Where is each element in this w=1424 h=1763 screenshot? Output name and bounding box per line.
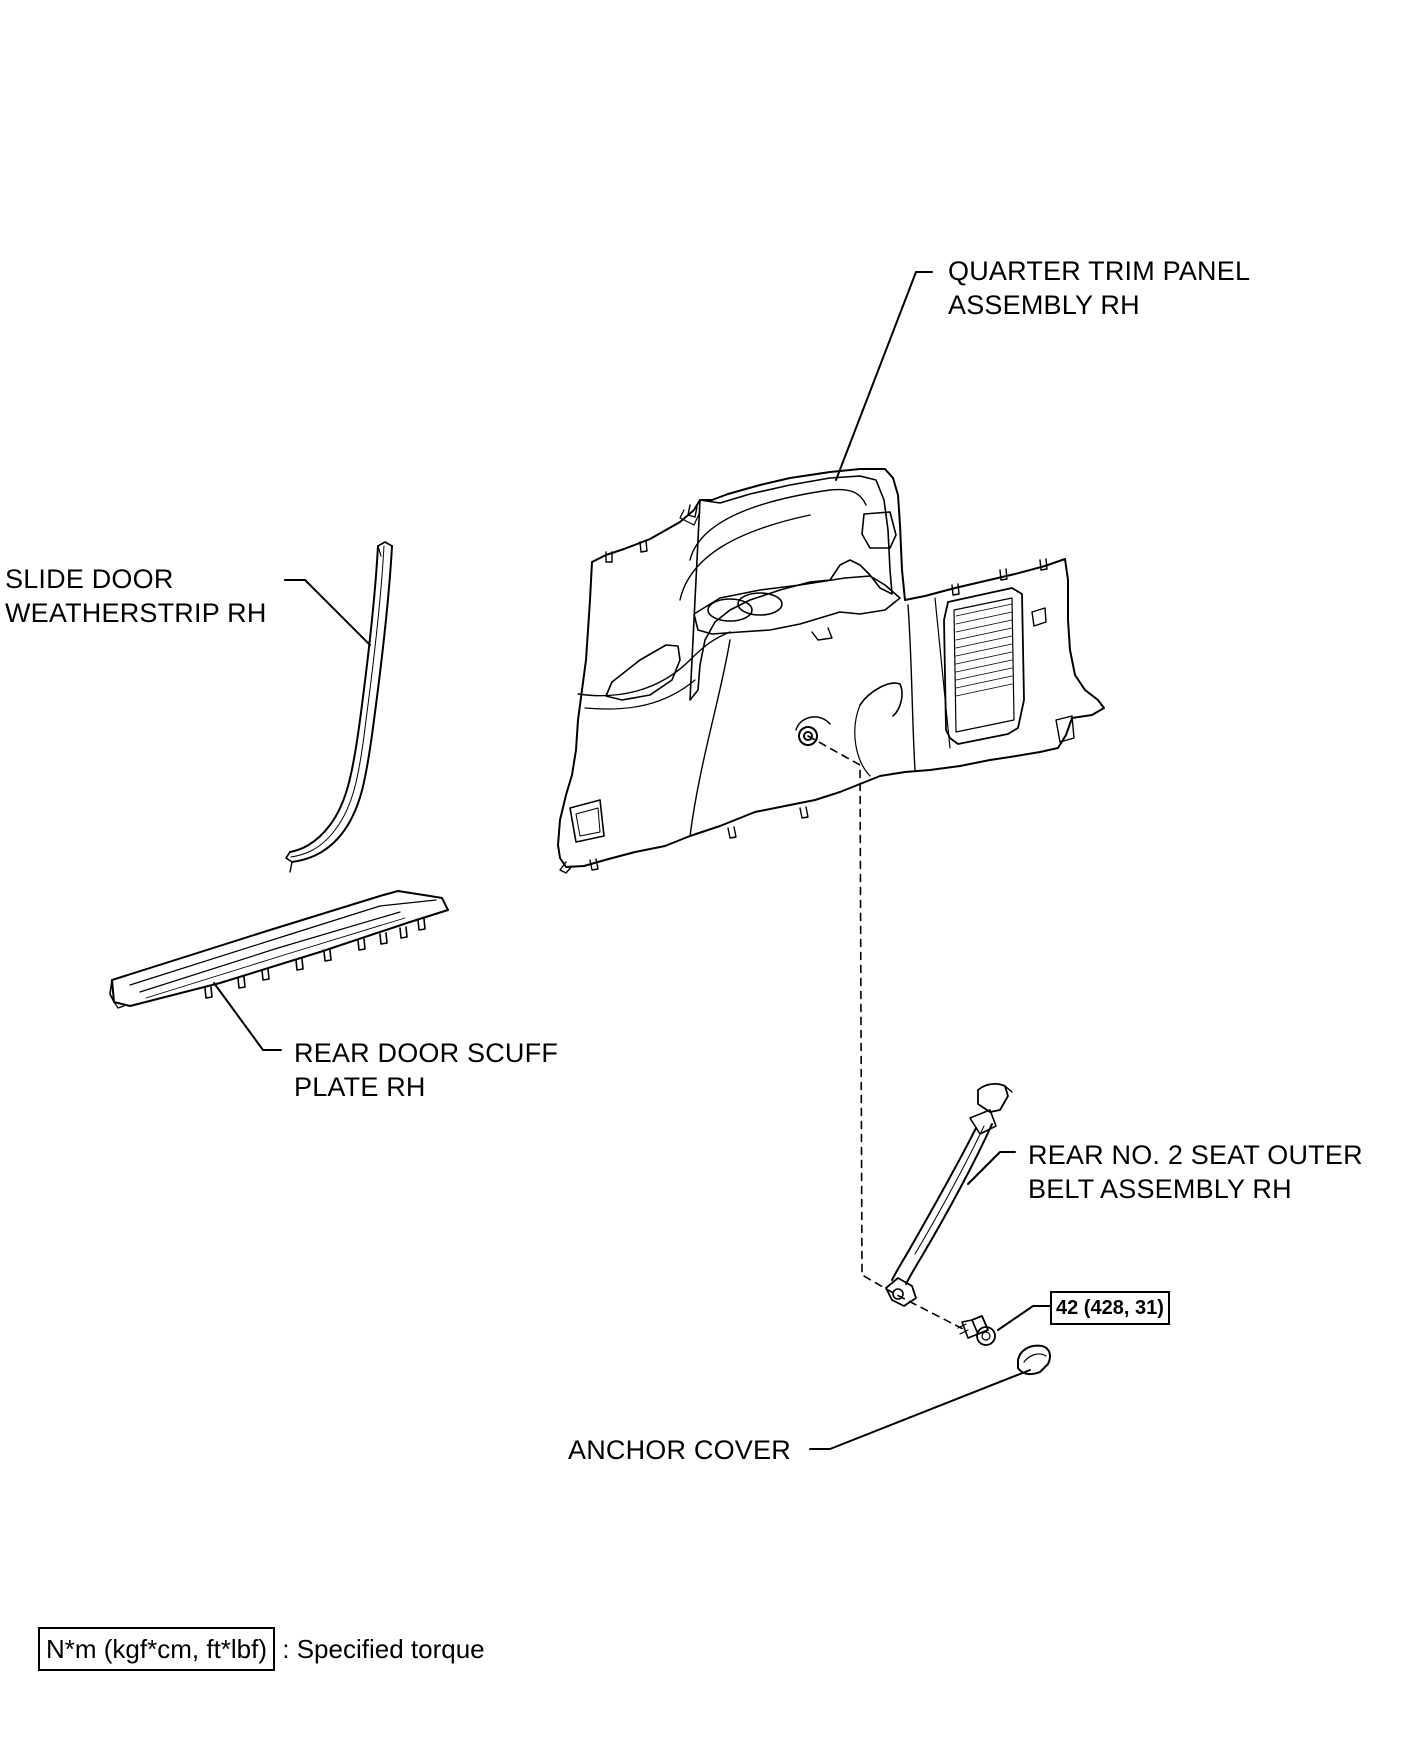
leader-lines xyxy=(214,272,1050,1449)
label-line: REAR DOOR SCUFF xyxy=(294,1038,559,1068)
torque-spec-box: 42 (428, 31) xyxy=(1050,1291,1170,1325)
label-line: WEATHERSTRIP RH xyxy=(5,598,267,628)
label-rear-door-scuff-plate: REAR DOOR SCUFF PLATE RH xyxy=(294,1036,558,1104)
label-line: REAR NO. 2 SEAT OUTER xyxy=(1028,1140,1363,1170)
label-line: BELT ASSEMBLY RH xyxy=(1028,1174,1292,1204)
label-seat-outer-belt: REAR NO. 2 SEAT OUTER BELT ASSEMBLY RH xyxy=(1028,1138,1363,1206)
assembly-axis-line xyxy=(808,736,965,1330)
legend-description: : Specified torque xyxy=(282,1634,485,1664)
anchor-bolt-drawing xyxy=(958,1316,995,1345)
label-line: ASSEMBLY RH xyxy=(948,290,1140,320)
seat-belt-drawing xyxy=(886,1084,1012,1306)
label-slide-door-weatherstrip: SLIDE DOOR WEATHERSTRIP RH xyxy=(5,562,267,630)
legend-unit-box: N*m (kgf*cm, ft*lbf) xyxy=(38,1627,276,1671)
torque-legend: N*m (kgf*cm, ft*lbf) : Specified torque xyxy=(38,1627,485,1671)
label-line: SLIDE DOOR xyxy=(5,564,174,594)
label-line: ANCHOR COVER xyxy=(568,1435,791,1465)
quarter-trim-panel-drawing xyxy=(558,469,1104,873)
label-anchor-cover: ANCHOR COVER xyxy=(568,1433,791,1467)
anchor-cover-drawing xyxy=(1018,1346,1050,1374)
weatherstrip-drawing xyxy=(286,542,392,872)
label-line: PLATE RH xyxy=(294,1072,426,1102)
scuff-plate-drawing xyxy=(110,891,448,1008)
label-line: QUARTER TRIM PANEL xyxy=(948,256,1251,286)
label-quarter-trim-panel: QUARTER TRIM PANEL ASSEMBLY RH xyxy=(948,254,1250,322)
